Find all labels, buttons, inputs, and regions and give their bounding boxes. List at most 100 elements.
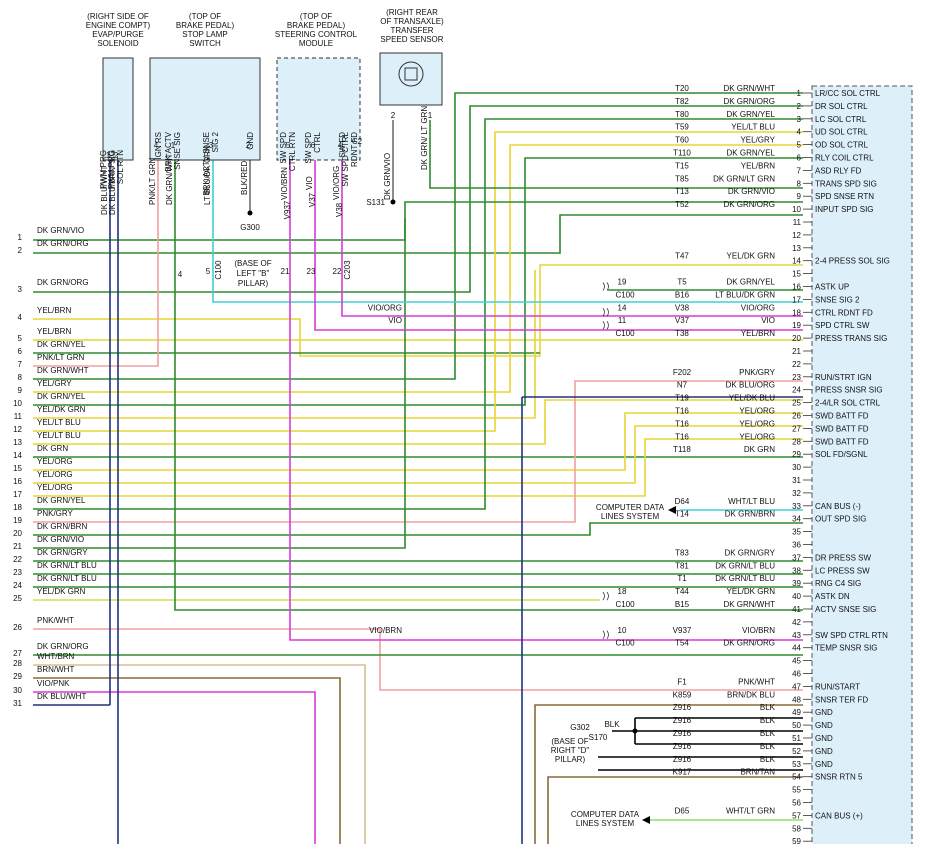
stop-lamp-wire-actv xyxy=(174,160,803,611)
pin-function: 2-4/LR SOL CTRL xyxy=(815,399,881,408)
wire-color: YEL/BRN xyxy=(741,161,775,170)
harness-pin: 21 xyxy=(13,542,22,551)
circuit-code: Z916 xyxy=(673,742,692,751)
harness-wire-8 xyxy=(33,92,803,380)
connector-pin: 19 xyxy=(618,278,627,287)
pin-number: 43 xyxy=(792,631,801,640)
pin-function: SNSE SIG 2 xyxy=(815,295,860,304)
wire-color: BLK xyxy=(760,703,776,712)
harness-pin: 15 xyxy=(13,464,22,473)
steering-pin-label: CTRL xyxy=(313,131,322,152)
pin-function: SNSR RTN 5 xyxy=(815,773,863,782)
circuit-code: T118 xyxy=(673,445,691,454)
pin-function: SWD BATT FD xyxy=(815,437,869,446)
pillar-d-label: RIGHT "D" xyxy=(551,746,590,755)
harness-wire-color: PNK/GRY xyxy=(37,509,74,518)
pin-number: 8 xyxy=(797,179,802,188)
wire-color: WHT/LT GRN xyxy=(726,806,775,815)
transfer-title: TRANSFER xyxy=(390,26,433,35)
harness-wire-10 xyxy=(33,157,803,406)
wire-color: DK GRN/LT GRN xyxy=(713,174,775,183)
connector-label: C100 xyxy=(615,329,635,338)
harness-wire-12 xyxy=(33,131,803,432)
pin-function: SNSR TER FD xyxy=(815,695,868,704)
sensor-icon-core xyxy=(404,67,418,81)
computer-data-label: COMPUTER DATA xyxy=(571,810,640,819)
harness-wire-21 xyxy=(33,201,803,549)
component-layer xyxy=(102,52,913,844)
wire-color: YEL/DK GRN xyxy=(727,587,776,596)
pin-function: SW SPD CTRL RTN xyxy=(815,631,888,640)
harness-pin: 10 xyxy=(13,399,22,408)
wire-color: VIO/ORG xyxy=(368,303,402,312)
pin-number: 58 xyxy=(792,824,801,833)
circuit-code: F1 xyxy=(677,677,687,686)
pin-number: 7 xyxy=(797,166,802,175)
wire-color: DK GRN/ORG xyxy=(723,200,775,209)
harness-wire-color: YEL/LT BLU xyxy=(37,431,81,440)
pin-function: UD SOL CTRL xyxy=(815,128,868,137)
pin-number: 47 xyxy=(792,682,801,691)
harness-wire-7 xyxy=(33,120,159,367)
steering-pin-num: 6 xyxy=(311,141,316,150)
arrow-icon xyxy=(668,506,676,514)
stop-lamp-wire-snse2 xyxy=(212,160,803,303)
c100-label: C100 xyxy=(214,260,223,280)
wire-color: DK GRN/ORG xyxy=(723,639,775,648)
circuit-code: B15 xyxy=(675,600,690,609)
harness-wire-color: DK GRN/BRN xyxy=(37,522,87,531)
c100-pin: 4 xyxy=(178,270,183,279)
circuit-code: T85 xyxy=(675,174,689,183)
pin-function: TRANS SPD SIG xyxy=(815,179,877,188)
transfer-title: SPEED SENSOR xyxy=(380,35,443,44)
c100-pin: 5 xyxy=(206,267,211,276)
pin-number: 1 xyxy=(797,89,802,98)
connector-label: C100 xyxy=(615,290,635,299)
snsr-rtn-wire xyxy=(547,776,803,844)
wire-color: DK GRN/VIO xyxy=(728,187,775,196)
pin-function: 2-4 PRESS SOL SIG xyxy=(815,257,890,266)
harness-pin: 25 xyxy=(13,594,22,603)
top-wire-code: V37 xyxy=(308,192,317,207)
top-wire-code: V38 xyxy=(335,202,344,217)
transfer-pin: 1 xyxy=(428,111,433,120)
pin-function: RLY COIL CTRL xyxy=(815,154,874,163)
harness-wire-28 xyxy=(33,664,366,844)
wire-layer xyxy=(33,92,803,844)
harness-wire-color: YEL/LT BLU xyxy=(37,418,81,427)
harness-pin: 6 xyxy=(18,347,23,356)
harness-wire-1 xyxy=(33,218,406,241)
connector-pin: 14 xyxy=(618,303,627,312)
harness-wire-4 xyxy=(33,264,803,357)
harness-pin: 7 xyxy=(18,360,23,369)
evap-pin-num: 1 xyxy=(106,151,111,160)
circuit-code: V38 xyxy=(675,303,690,312)
top-wire-color: VIO xyxy=(305,176,314,190)
harness-wire-2 xyxy=(33,214,803,254)
harness-pin: 18 xyxy=(13,503,22,512)
pillar-b-label: (BASE OF xyxy=(234,259,271,268)
pillar-b-label: PILLAR) xyxy=(238,279,269,288)
harness-wire-15 xyxy=(33,412,803,471)
circuit-code: T15 xyxy=(675,161,689,170)
pin-number: 4 xyxy=(797,128,802,137)
pin-function: PRESS TRANS SIG xyxy=(815,334,887,343)
harness-wire-13 xyxy=(33,399,803,445)
pin-function: CAN BUS (-) xyxy=(815,502,861,511)
wire-color: YEL/ORG xyxy=(739,432,775,441)
harness-wire-color: YEL/ORG xyxy=(37,483,73,492)
wire-color: VIO xyxy=(761,316,775,325)
harness-pin: 22 xyxy=(13,555,22,564)
pin-function: LC SOL CTRL xyxy=(815,115,867,124)
pillar-d-label: (BASE OF xyxy=(551,737,588,746)
pin-number: 26 xyxy=(792,412,801,421)
harness-pin: 31 xyxy=(13,699,22,708)
pin-function: SWD BATT FD xyxy=(815,412,869,421)
pin-number: 16 xyxy=(792,283,801,292)
wire-color: VIO/BRN xyxy=(742,626,775,635)
wire-color: YEL/DK GRN xyxy=(727,252,776,261)
wire-color: DK GRN/LT BLU xyxy=(715,561,775,570)
steering-pin-label: SW FD xyxy=(338,132,347,158)
harness-pin: 5 xyxy=(18,334,23,343)
circuit-code: D64 xyxy=(675,497,690,506)
